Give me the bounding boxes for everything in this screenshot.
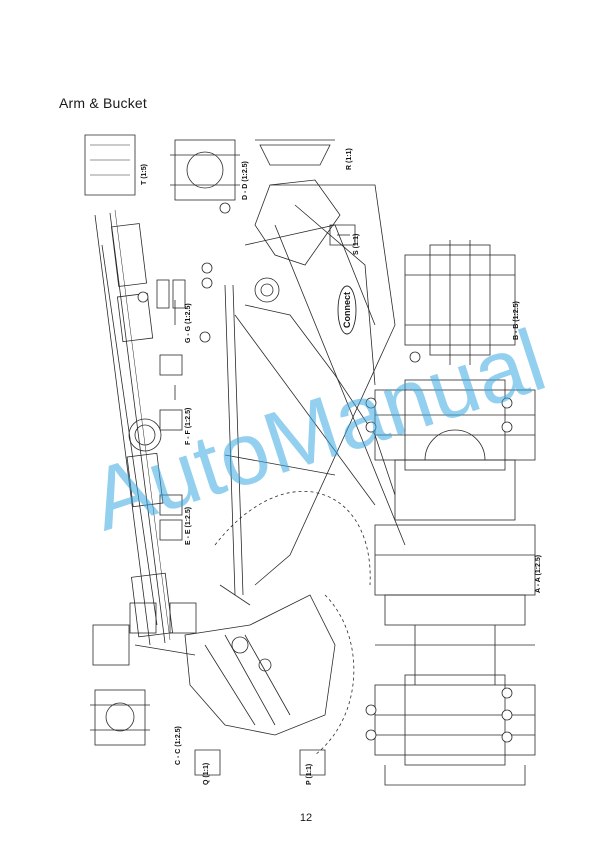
- arm-bucket-drawing: Connect T (1:5) D - D (1:2.5) R (1:1) S …: [84, 134, 542, 786]
- section-title: Arm & Bucket: [59, 95, 147, 111]
- view-label-s: S (1:1): [353, 234, 360, 255]
- view-label-ff: F - F (1:2.5): [185, 408, 192, 445]
- view-label-bb: B - B (1:2.5): [513, 301, 520, 340]
- view-label-q: Q (1:1): [203, 763, 210, 785]
- view-label-r: R (1:1): [346, 148, 353, 170]
- view-label-aa: A - A (1:2.5): [535, 555, 542, 593]
- connect-callout: Connect: [342, 292, 352, 328]
- view-label-t: T (1:5): [141, 164, 148, 185]
- view-label-gg: G - G (1:2.5): [185, 303, 192, 343]
- view-label-p: P (1:1): [306, 764, 313, 785]
- view-label-cc: C - C (1:2.5): [175, 726, 182, 765]
- view-label-ee: E - E (1:2.5): [185, 507, 192, 545]
- view-label-dd: D - D (1:2.5): [242, 161, 249, 200]
- page-number: 12: [299, 812, 313, 824]
